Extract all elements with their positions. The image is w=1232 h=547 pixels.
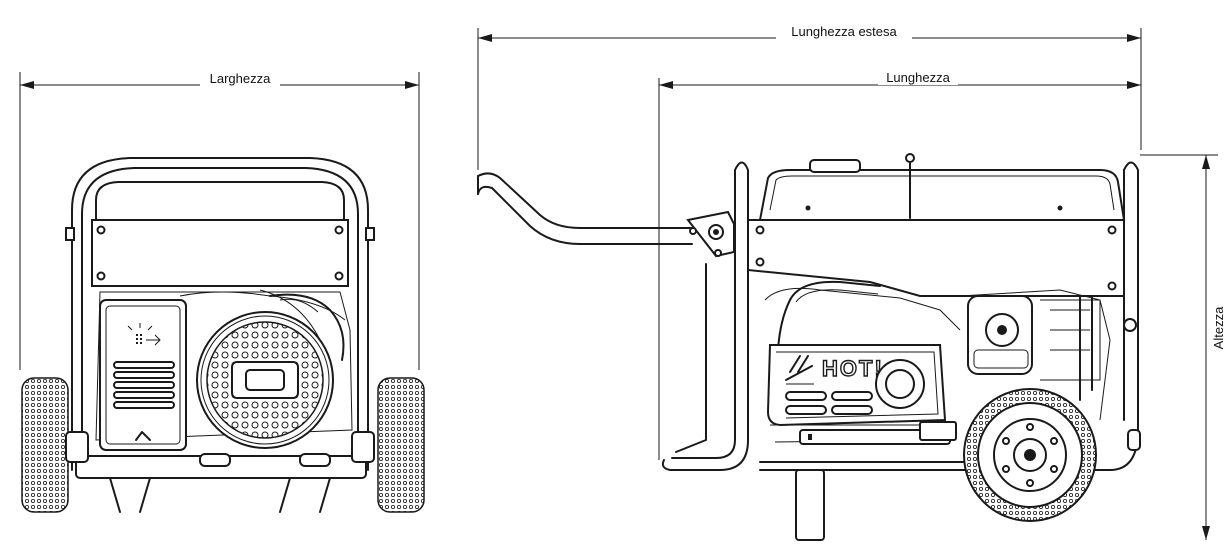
front-view-generator — [21, 157, 425, 513]
hot-warning-text: HOT! — [822, 356, 884, 381]
width-label: Larghezza — [210, 71, 271, 86]
height-dimension: Altezza — [1140, 154, 1226, 540]
height-label: Altezza — [1211, 306, 1226, 349]
length-dimension: Lunghezza — [658, 70, 1141, 460]
hot-warning-icon — [785, 355, 814, 385]
air-filter-vents — [113, 361, 175, 409]
muffler-shield: HOT! — [766, 344, 947, 427]
length-label: Lunghezza — [886, 70, 950, 85]
side-wheel — [963, 388, 1097, 522]
cylinder-head — [967, 295, 1033, 375]
recoil-starter — [196, 311, 334, 449]
arrow-icon — [127, 323, 161, 346]
fuel-tank — [758, 153, 1126, 221]
extended-length-dimension: Lunghezza estesa — [477, 24, 1142, 170]
extended-length-label: Lunghezza estesa — [791, 24, 897, 39]
width-dimension: Larghezza — [19, 71, 420, 370]
side-view-generator: HOT! — [477, 153, 1141, 541]
